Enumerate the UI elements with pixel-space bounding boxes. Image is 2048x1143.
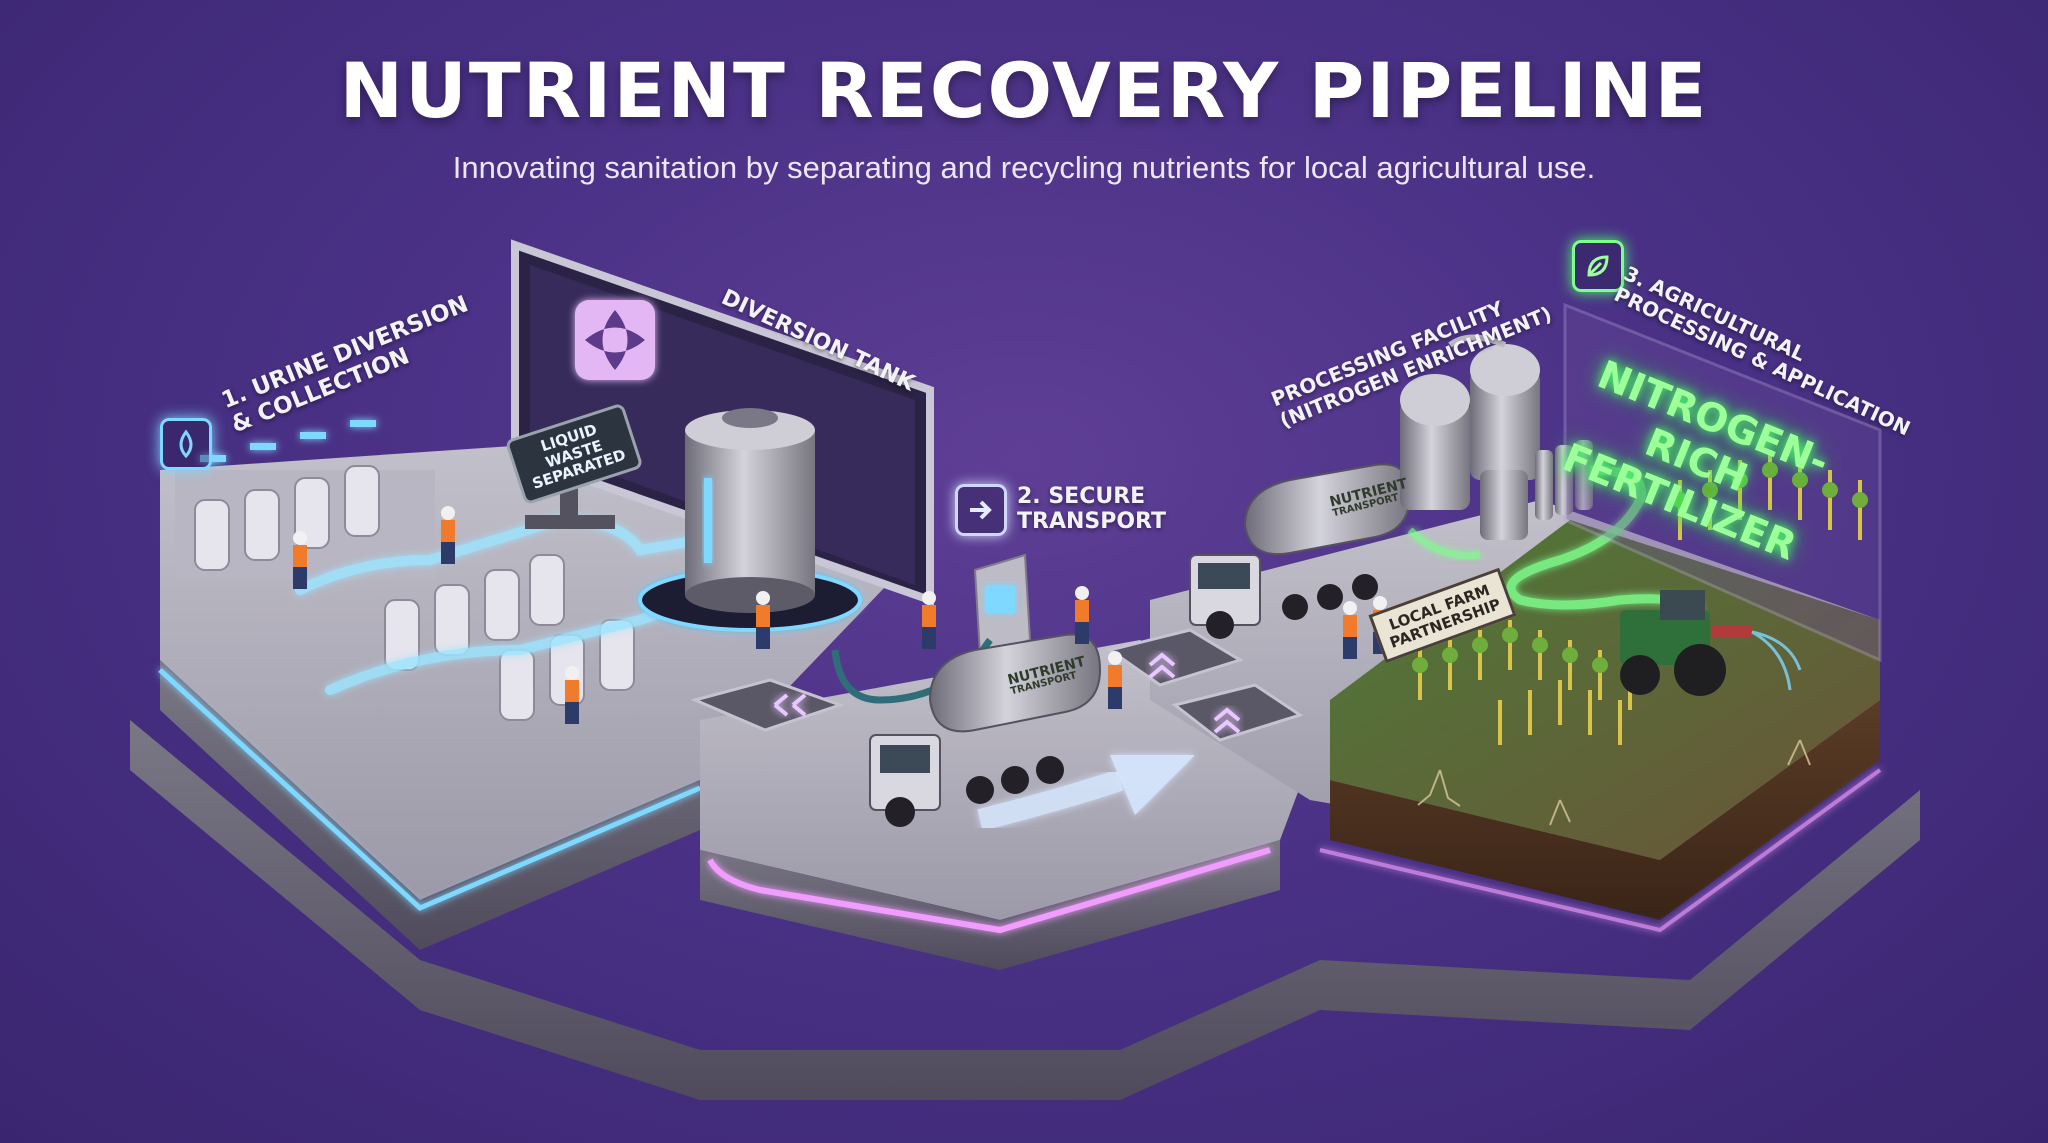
flower-logo-icon <box>575 300 655 380</box>
tanker-truck-processing <box>1189 463 1412 639</box>
road-arrow <box>977 755 1195 831</box>
page-title: NUTRIENT RECOVERY PIPELINE <box>339 46 1709 135</box>
leaf-icon <box>1572 240 1624 292</box>
root-system <box>1417 739 1811 826</box>
chevron-ramps <box>690 628 1304 742</box>
base-plinth <box>130 720 1920 1100</box>
tanker-truck-transport <box>869 633 1102 827</box>
tractor <box>1620 590 1802 696</box>
stage-2-label-line1: 2. SECURE <box>1017 484 1146 509</box>
diversion-tank <box>638 408 862 632</box>
processing-tanks <box>1400 334 1593 540</box>
arrow-right-icon <box>955 484 1007 536</box>
workers <box>293 506 1387 724</box>
fertilizer-panel <box>1563 302 1882 663</box>
stage-2-label-line2: TRANSPORT <box>1017 509 1167 535</box>
fertilizer-pipes <box>1407 465 1703 614</box>
crop-leaves <box>1412 462 1868 683</box>
stage-2-label: 2. SECURE TRANSPORT <box>1017 484 1166 535</box>
crop-field <box>1418 450 1862 745</box>
water-drop-icon <box>160 418 212 470</box>
page-subtitle: Innovating sanitation by separating and … <box>452 150 1596 185</box>
